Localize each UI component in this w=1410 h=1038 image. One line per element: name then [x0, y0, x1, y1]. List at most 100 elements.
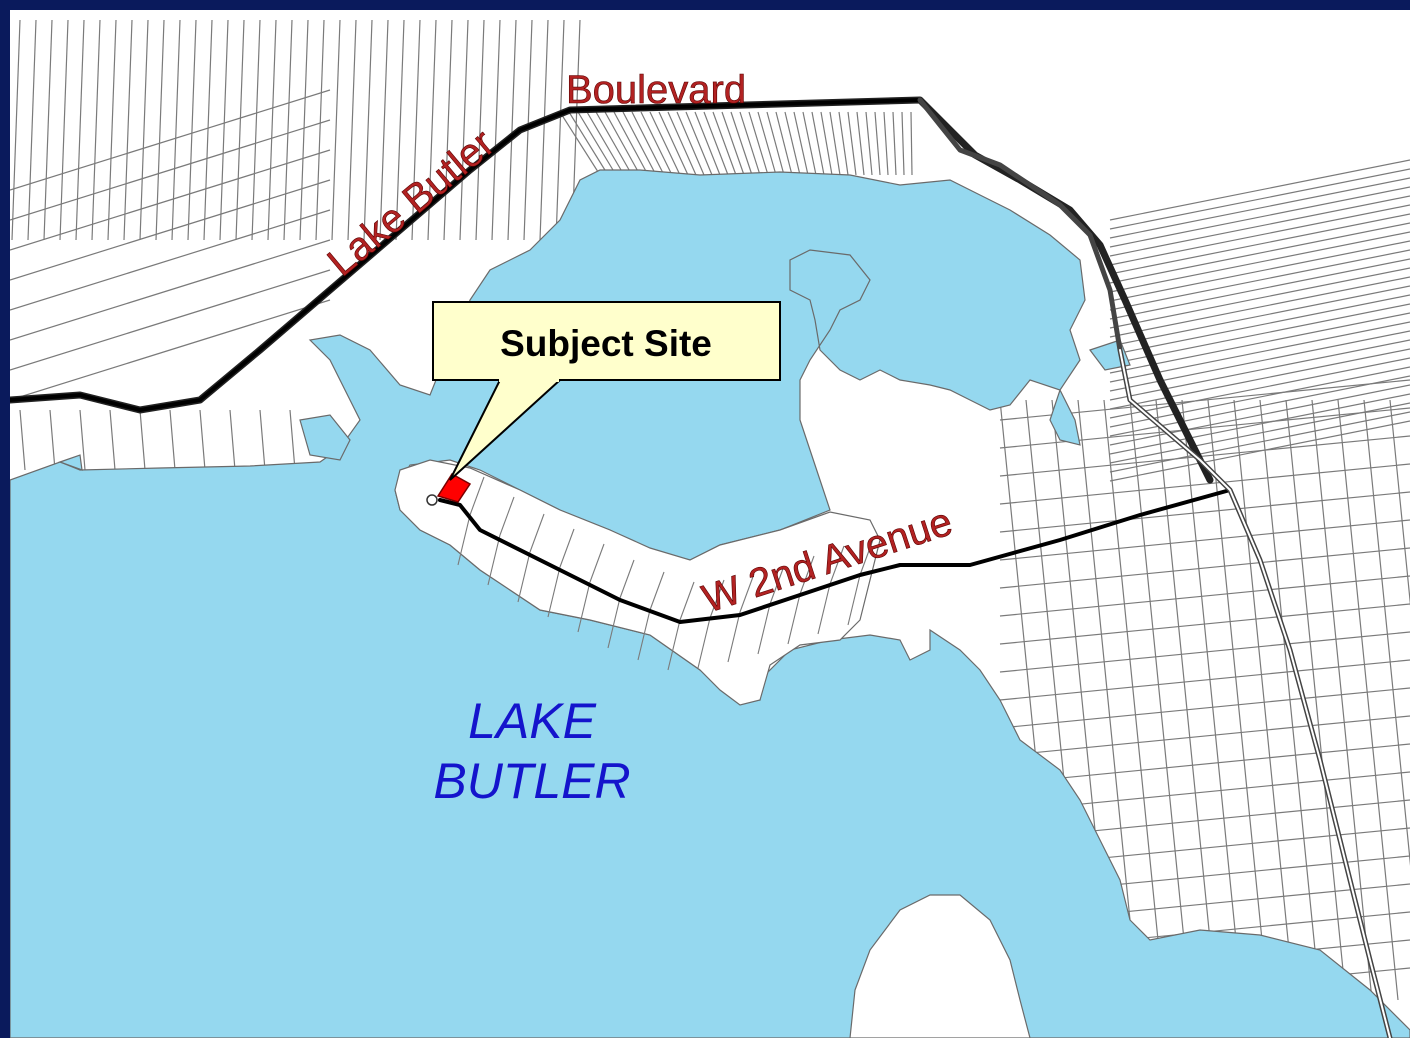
- parcel-line: [999, 743, 1410, 785]
- parcel-line: [169, 409, 176, 471]
- parcel-line: [1109, 339, 1410, 401]
- parcel-line: [299, 19, 309, 241]
- parcel-line: [1109, 312, 1410, 374]
- island-land: [849, 894, 1031, 1038]
- peninsula-parcel-line: [829, 545, 845, 585]
- parcel-line: [1363, 399, 1410, 867]
- peninsula-parcel-line: [769, 565, 785, 605]
- peninsula-parcel-line: [757, 603, 771, 655]
- parcel-line: [1207, 399, 1269, 1001]
- parcel-lines: [10, 19, 1410, 1009]
- parcel-line: [411, 19, 421, 241]
- parcel-line: [1129, 399, 1191, 1001]
- peninsula-parcel-line: [649, 571, 665, 611]
- peninsula-parcel-line: [799, 555, 815, 595]
- parcel-line: [139, 19, 149, 241]
- parcel-line: [1109, 303, 1410, 365]
- road-north-south-core: [1119, 349, 1391, 1038]
- parcel-line: [999, 631, 1410, 673]
- parcel-line: [622, 111, 657, 176]
- parcel-line: [1109, 204, 1410, 266]
- lake-label-line-2: BUTLER: [433, 753, 630, 809]
- parcel-line: [1109, 411, 1410, 473]
- parcel-line: [555, 19, 565, 241]
- parcel-line: [847, 111, 857, 176]
- peninsula-land: [394, 459, 881, 706]
- parcel-line: [999, 715, 1410, 757]
- parcel-line: [586, 111, 625, 176]
- parcel-line: [676, 111, 705, 176]
- peninsula-parcel-line: [577, 581, 591, 633]
- parcel-line: [347, 19, 357, 241]
- parcel-line: [838, 111, 849, 176]
- peninsula-parcel-line: [559, 528, 575, 568]
- parcel-line: [577, 111, 617, 176]
- parcel-line: [1389, 399, 1410, 607]
- parcel-line: [910, 111, 913, 176]
- parcel-line: [865, 111, 873, 176]
- parcel-line: [331, 19, 341, 241]
- parcel-line: [595, 111, 633, 176]
- parcel-line: [75, 19, 85, 241]
- peninsula-parcel-line: [739, 573, 755, 613]
- lake-butler-water: [10, 169, 1410, 1038]
- parcel-line: [1109, 213, 1410, 275]
- parcel-line: [203, 19, 213, 241]
- parcel-line: [999, 575, 1410, 617]
- parcel-line: [49, 409, 56, 471]
- parcel-line: [1103, 399, 1165, 1001]
- peninsula-parcel-line: [847, 574, 861, 626]
- parcel-line: [259, 409, 266, 471]
- parcel-line: [1109, 240, 1410, 302]
- parcel-line: [459, 19, 469, 241]
- parcel-line: [631, 111, 665, 176]
- peninsula-parcel-line: [517, 551, 531, 603]
- map-canvas: Subject Site Lake Butler Boulevard W 2nd…: [10, 10, 1410, 1038]
- callout-box: [432, 301, 781, 381]
- parcel-line: [1109, 348, 1410, 410]
- peninsula-parcel-line: [859, 536, 875, 576]
- parcel-line: [883, 111, 889, 176]
- parcel-line: [91, 19, 101, 241]
- parcel-line: [685, 111, 713, 176]
- parcel-line: [775, 111, 793, 176]
- peninsula-parcel-line: [727, 611, 741, 663]
- parcel-line: [79, 409, 86, 471]
- parcel-line: [712, 111, 737, 176]
- parcel-line: [874, 111, 881, 176]
- parcel-line: [1109, 222, 1410, 284]
- parcel-line: [379, 19, 389, 241]
- parcel-line: [10, 209, 331, 311]
- parcel-line: [757, 111, 777, 176]
- parcel-line: [1109, 384, 1410, 446]
- parcel-line: [559, 111, 601, 176]
- parcel-line: [43, 19, 53, 241]
- parcel-line: [604, 111, 641, 176]
- peninsula-parcel-line: [469, 476, 485, 516]
- parcel-line: [613, 111, 649, 176]
- parcel-line: [187, 19, 197, 241]
- parcel-line: [1109, 186, 1410, 248]
- peninsula-parcel-line: [697, 617, 711, 669]
- parcel-line: [568, 111, 609, 176]
- parcel-line: [1109, 168, 1410, 230]
- callout: Subject Site: [432, 301, 781, 481]
- parcel-line: [694, 111, 721, 176]
- parcel-line: [539, 19, 549, 241]
- parcel-line: [1233, 399, 1295, 1001]
- parcel-line: [820, 111, 833, 176]
- parcel-line: [109, 409, 116, 471]
- parcel-line: [1109, 267, 1410, 329]
- peninsula-parcels: [457, 476, 875, 671]
- peninsula-parcel-line: [607, 597, 621, 649]
- peninsula-parcel-line: [529, 513, 545, 553]
- parcel-line: [1109, 420, 1410, 482]
- parcel-line: [171, 19, 181, 241]
- parcel-line: [10, 89, 331, 191]
- parcel-line: [1109, 294, 1410, 356]
- parcel-line: [999, 547, 1410, 589]
- parcel-line: [829, 111, 841, 176]
- peninsula-parcel-line: [637, 609, 651, 661]
- road-w-2nd-avenue: [438, 488, 1232, 624]
- parcel-line: [1077, 399, 1139, 1001]
